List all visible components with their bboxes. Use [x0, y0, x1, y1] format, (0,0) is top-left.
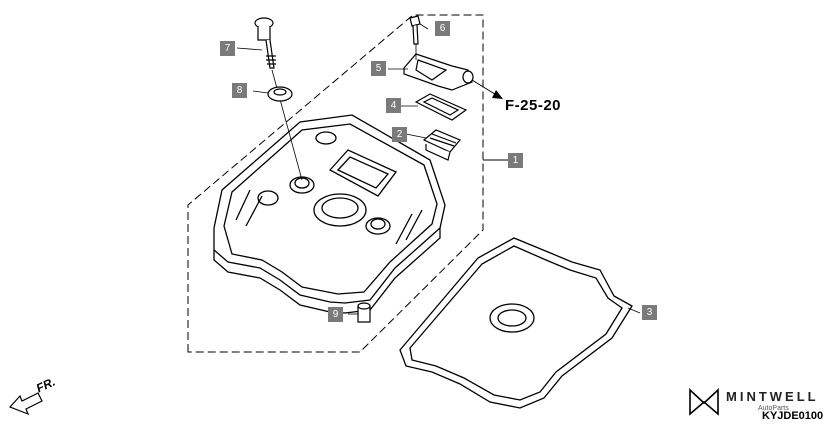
- callout-9: 9: [328, 307, 343, 322]
- reference-label: F-25-20: [505, 97, 562, 114]
- brand-name: MINTWELL: [726, 389, 819, 404]
- callout-3: 3: [642, 305, 657, 320]
- diagram-code: KYJDE0100: [762, 410, 824, 422]
- cylinder-head-cover: [213, 114, 446, 314]
- callout-5: 5: [371, 61, 386, 76]
- callout-2: 2: [392, 127, 407, 142]
- callout-4: 4: [386, 98, 401, 113]
- breather-plate: [422, 129, 461, 161]
- breather-gasket: [414, 93, 468, 121]
- callout-7: 7: [220, 41, 235, 56]
- head-cover-gasket: [399, 237, 633, 409]
- brand-tagline: AutoParts: [758, 405, 789, 412]
- callout-6: 6: [435, 21, 450, 36]
- breather-cover: [403, 53, 474, 91]
- front-arrow: [8, 392, 43, 416]
- ref-arrow-line: [471, 79, 499, 97]
- leader-lines: [236, 23, 641, 315]
- brand-logo: [689, 388, 719, 416]
- bolt-7: [254, 17, 276, 69]
- dowel-9: [357, 302, 371, 323]
- assembly-outline: [187, 14, 484, 353]
- bolt-6: [409, 15, 421, 45]
- callout-1: 1: [508, 153, 523, 168]
- ref-arrow-head: [492, 90, 503, 99]
- washer-8: [267, 86, 293, 102]
- callout-8: 8: [232, 83, 247, 98]
